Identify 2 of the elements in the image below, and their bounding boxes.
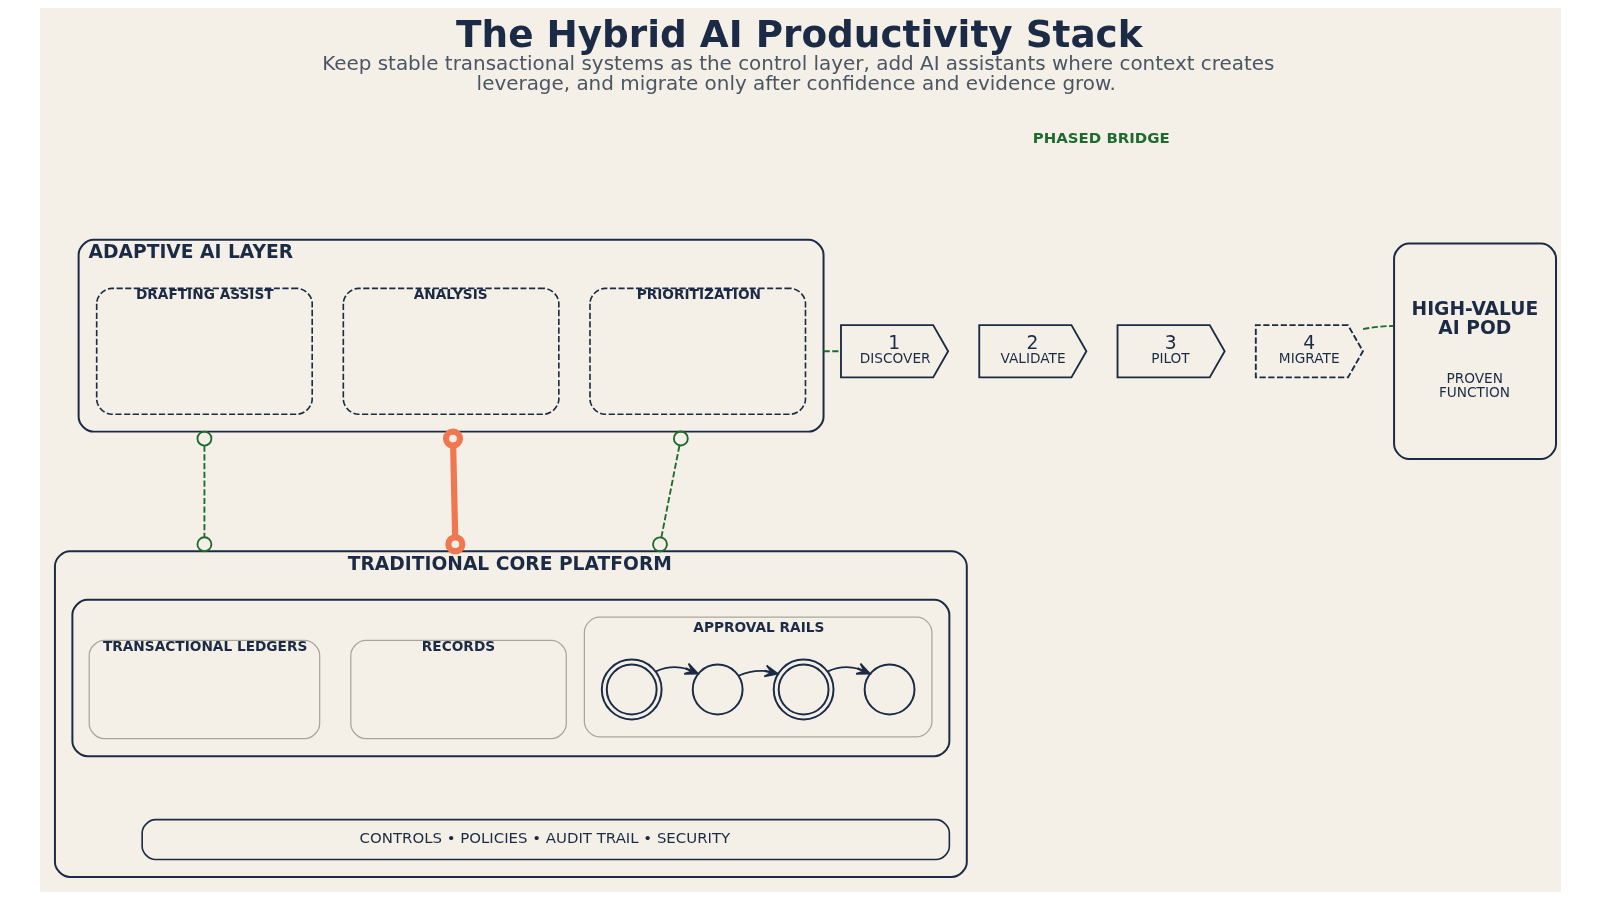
diagram-title: The Hybrid AI Productivity Stack [455, 11, 1143, 56]
label: PHASED BRIDGE [1032, 128, 1170, 147]
